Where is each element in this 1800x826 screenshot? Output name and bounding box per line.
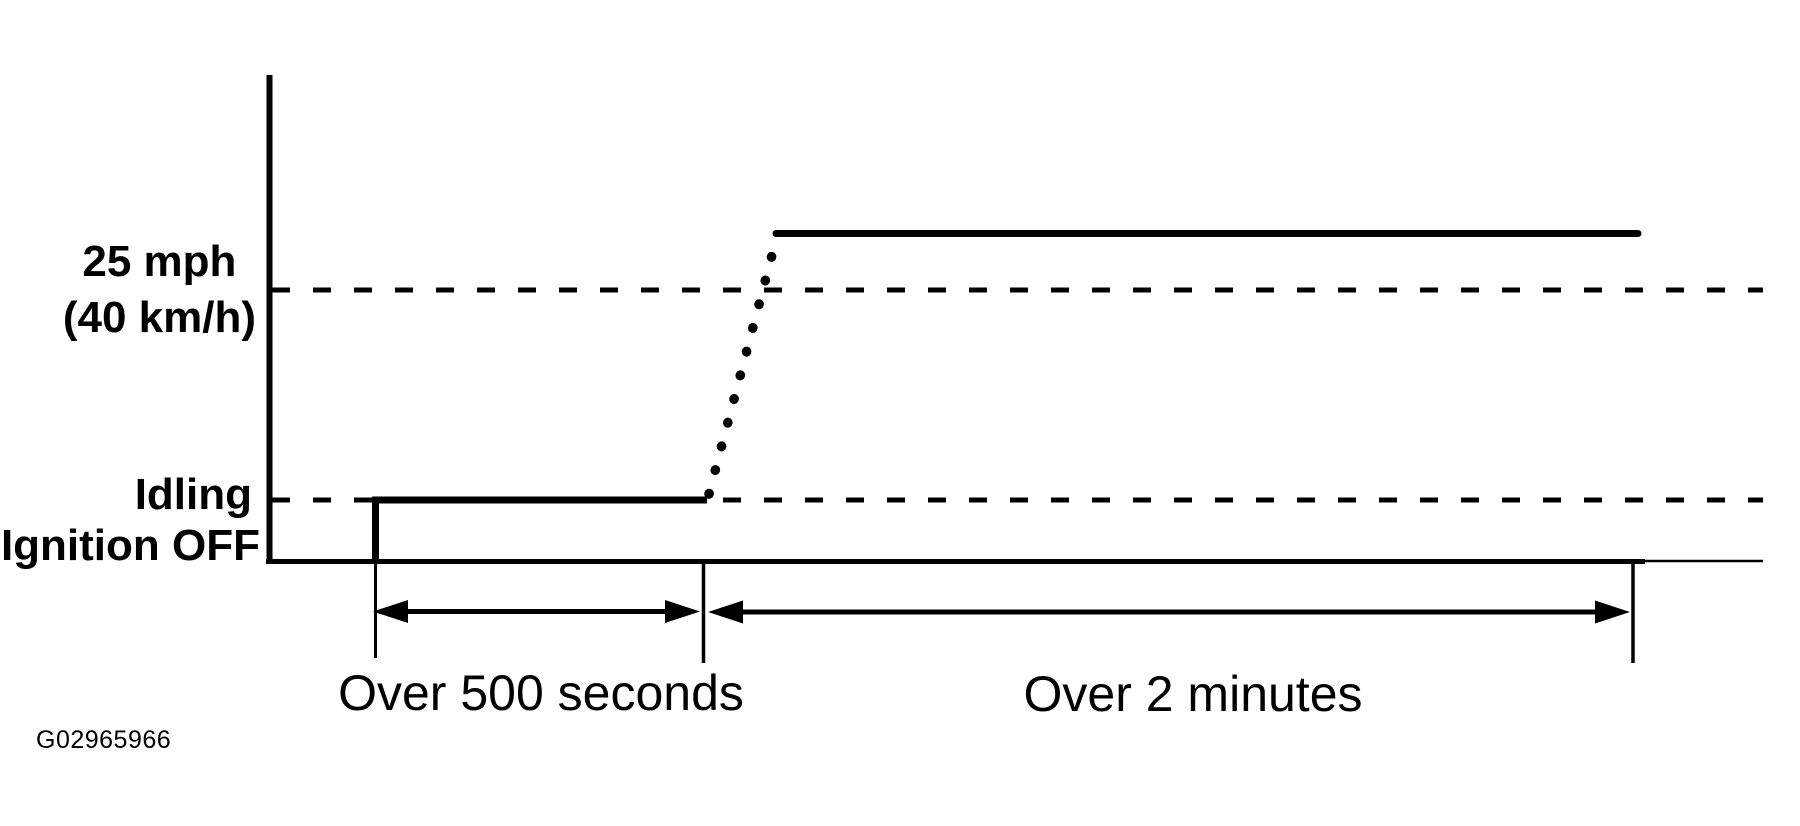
annotation-over-500-seconds: Over 500 seconds [338,665,744,721]
trace-acceleration-ramp [704,235,781,499]
y-label-idling: Idling [134,470,252,519]
dimension-arrow-phase1 [373,600,700,623]
y-label-25mph-line2: (40 km/h) [62,293,256,342]
figure-id-code: G02965966 [36,726,172,754]
y-label-ignition-off: Ignition OFF [0,521,260,570]
dimension-arrow-phase2 [708,600,1630,624]
y-label-25mph-line1: 25 mph [82,237,237,286]
annotation-over-2-minutes: Over 2 minutes [1023,666,1363,722]
y-label-25mph: 25 mph (40 km/h) [63,234,256,346]
trace-idling-segment [372,496,707,561]
